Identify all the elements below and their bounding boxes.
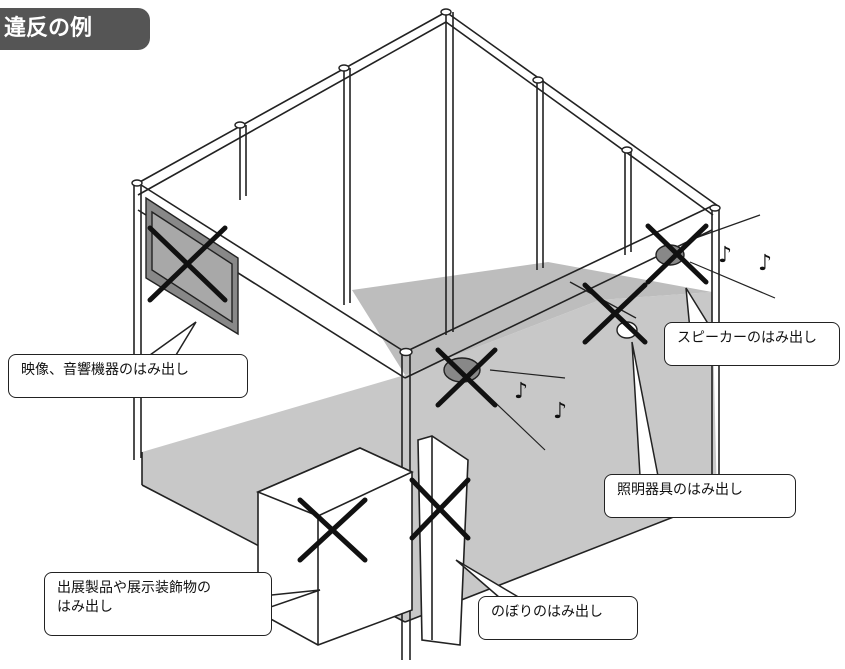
music-note-4: ♪ bbox=[553, 399, 567, 424]
page-title: 違反の例 bbox=[0, 8, 150, 50]
callout-lighting-text: 照明器具のはみ出し bbox=[617, 482, 743, 498]
music-note-2: ♪ bbox=[758, 251, 772, 276]
sound-lines bbox=[479, 214, 776, 451]
callout-products: 出展製品や展示装飾物の はみ出し bbox=[44, 572, 272, 636]
music-note-3: ♪ bbox=[514, 379, 528, 404]
callout-speaker-text: スピーカーのはみ出し bbox=[677, 330, 817, 346]
banner bbox=[417, 435, 469, 646]
callout-products-line-2: はみ出し bbox=[57, 598, 113, 615]
callout-banner: のぼりのはみ出し bbox=[478, 596, 638, 640]
floor-back-area bbox=[352, 262, 712, 375]
callout-speaker: スピーカーのはみ出し bbox=[664, 322, 840, 366]
callout-pointers bbox=[147, 287, 714, 612]
post-caps bbox=[131, 8, 721, 357]
callout-lighting: 照明器具のはみ出し bbox=[604, 474, 796, 518]
callout-av-equipment: 映像、音響機器のはみ出し bbox=[8, 354, 248, 398]
violation-marks bbox=[147, 223, 709, 563]
callout-av-equipment-text: 映像、音響機器のはみ出し bbox=[21, 362, 189, 378]
callout-banner-text: のぼりのはみ出し bbox=[491, 604, 603, 620]
music-note-1: ♪ bbox=[718, 243, 732, 268]
callout-products-line-1: 出展製品や展示装飾物の bbox=[57, 580, 211, 596]
